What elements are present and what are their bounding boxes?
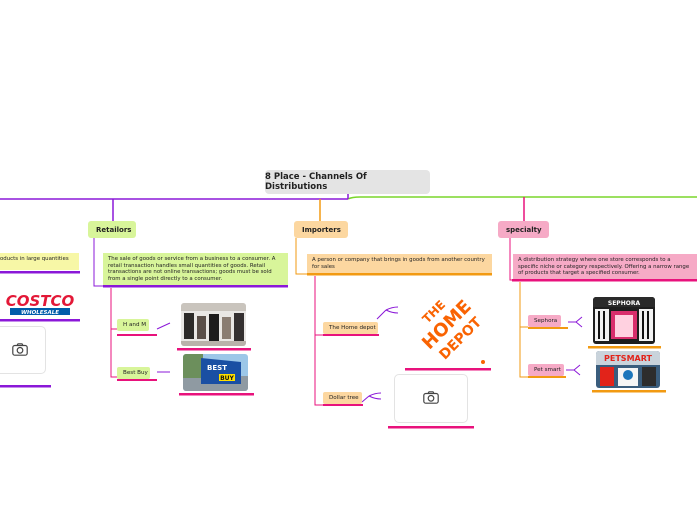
camera-icon	[12, 341, 28, 360]
leaf-the-home-depot[interactable]: The Home depot	[323, 322, 378, 334]
svg-text:BUY: BUY	[220, 375, 234, 382]
image-placeholder[interactable]	[394, 374, 468, 423]
branch-retailers[interactable]: Retailors	[88, 221, 136, 238]
sephora-store-image: SEPHORA	[593, 297, 655, 344]
hm-store-image	[181, 303, 246, 346]
branch-specialty[interactable]: specialty	[498, 221, 549, 238]
svg-text:SEPHORA: SEPHORA	[608, 300, 641, 307]
leaf-sephora[interactable]: Sephora	[528, 315, 561, 327]
leaf-best-buy[interactable]: Best Buy	[117, 367, 150, 379]
svg-text:PETSMART: PETSMART	[604, 354, 653, 363]
best-buy-store-image: BEST BUY	[183, 354, 248, 391]
wholesale-description[interactable]: oducts in large quantities	[0, 253, 79, 270]
petsmart-store-image: PETSMART	[596, 351, 660, 388]
image-placeholder[interactable]	[0, 326, 46, 374]
svg-text:BEST: BEST	[207, 364, 227, 372]
central-topic[interactable]: 8 Place - Channels Of Distributions	[265, 170, 430, 194]
svg-text:WHOLESALE: WHOLESALE	[21, 310, 59, 316]
home-depot-logo-image: THE HOME DEPOT	[405, 286, 491, 366]
svg-text:COSTCO: COSTCO	[6, 292, 75, 310]
leaf-h-and-m[interactable]: H and M	[117, 319, 149, 331]
costco-logo-image: COSTCO WHOLESALE	[4, 291, 76, 317]
camera-icon	[423, 389, 439, 408]
leaf-dollar-tree[interactable]: Dollar tree	[323, 392, 362, 404]
leaf-pet-smart[interactable]: Pet smart	[528, 364, 564, 376]
importers-description[interactable]: A person or company that brings in goods…	[307, 254, 492, 273]
retailers-description[interactable]: The sale of goods or service from a busi…	[103, 253, 288, 285]
specialty-description[interactable]: A distribution strategy where one store …	[513, 254, 697, 279]
branch-importers[interactable]: Importers	[294, 221, 348, 238]
